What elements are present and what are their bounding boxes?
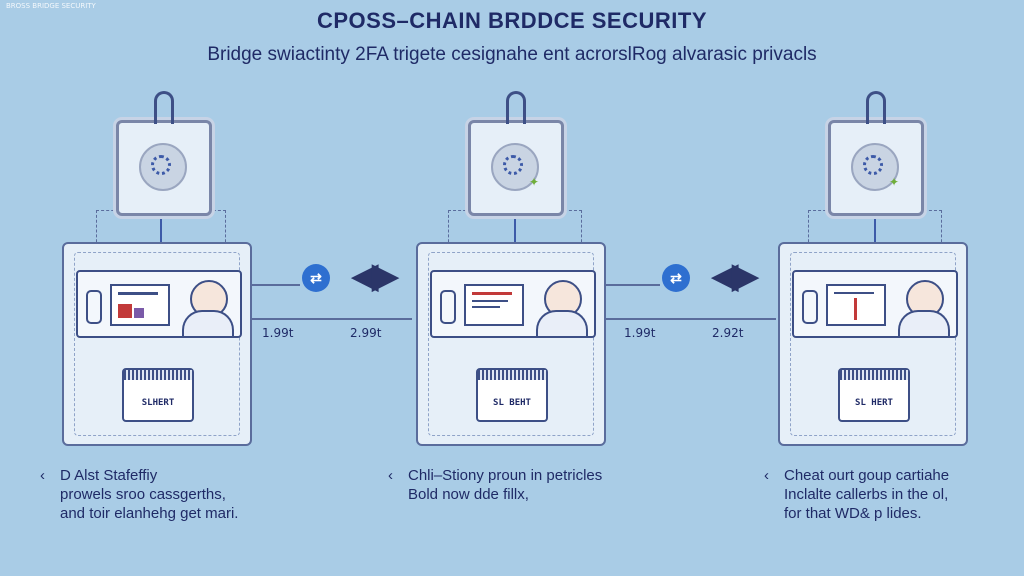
stage-description: ‹ Cheat ourt goup cartiahe Inclalte call…: [764, 466, 1014, 523]
padlock-icon: ✦: [828, 91, 924, 216]
rate-label: 2.99t: [350, 326, 382, 340]
bidirectional-arrow-icon: ◀▶: [712, 257, 758, 295]
connector-line: [604, 284, 660, 286]
shackle: [506, 91, 526, 124]
page-subtitle: Bridge swiactinty 2FA trigete cesignahe …: [207, 44, 817, 65]
desc-line: Chli–Stiony proun in petricles: [408, 467, 603, 484]
desc-line: for that WD& p lides.: [784, 505, 922, 522]
monitor-illustration: [792, 270, 958, 338]
stage-card: SL BEHT: [416, 242, 606, 446]
desc-line: Inclalte callerbs in the ol,: [784, 486, 949, 503]
swap-icon: ⇄: [662, 264, 690, 292]
padlock-icon: [116, 91, 212, 216]
leaf-icon: ✦: [529, 175, 540, 189]
bridge-stage-2: SL BEHT: [416, 242, 606, 446]
watch-icon: [86, 290, 102, 324]
desc-line: Cheat ourt goup cartiahe: [784, 467, 950, 484]
desc-line: and toir elanhehg get mari.: [60, 505, 239, 522]
status-badge: SL HERT: [838, 368, 910, 422]
swap-icon: ⇄: [302, 264, 330, 292]
stage-card: SLHERT: [62, 242, 252, 446]
watermark-text: BROSS BRIDGE SECURITY: [6, 2, 96, 10]
shackle: [866, 91, 886, 124]
padlock-icon: ✦: [468, 91, 564, 216]
desc-line: prowels sroo cassgerths,: [60, 486, 226, 503]
rate-label: 1.99t: [624, 326, 656, 340]
person-body: [898, 310, 950, 336]
bridge-stage-3: SL HERT: [778, 242, 968, 446]
desc-line: D Alst Stafeffiy: [60, 467, 158, 484]
dial-icon: [139, 143, 187, 191]
badge-label: SL BEHT: [493, 398, 531, 408]
connector-line: [604, 318, 776, 320]
chevron-left-icon: ‹: [40, 467, 45, 484]
monitor-icon: [464, 284, 524, 326]
monitor-icon: [826, 284, 886, 326]
bidirectional-arrow-icon: ◀▶: [352, 257, 398, 295]
leaf-icon: ✦: [889, 175, 900, 189]
monitor-icon: [110, 284, 170, 326]
connector-line: [250, 318, 412, 320]
rate-label: 1.99t: [262, 326, 294, 340]
chevron-left-icon: ‹: [764, 467, 769, 484]
dial-icon: [491, 143, 539, 191]
shackle: [154, 91, 174, 124]
bridge-stage-1: SLHERT: [62, 242, 252, 446]
desc-line: Bold now dde fillx,: [408, 486, 529, 503]
stage-description: ‹ Chli–Stiony proun in petricles Bold no…: [388, 466, 648, 504]
status-badge: SL BEHT: [476, 368, 548, 422]
watch-icon: [802, 290, 818, 324]
chevron-left-icon: ‹: [388, 467, 393, 484]
dial-icon: [851, 143, 899, 191]
badge-label: SL HERT: [855, 398, 893, 408]
person-body: [182, 310, 234, 336]
monitor-illustration: [430, 270, 596, 338]
page-title: CPOSS–CHAIN BRDDCE SECURITY: [317, 8, 707, 33]
monitor-illustration: [76, 270, 242, 338]
rate-label: 2.92t: [712, 326, 744, 340]
stage-description: ‹ D Alst Stafeffiy prowels sroo cassgert…: [40, 466, 290, 523]
person-body: [536, 310, 588, 336]
watch-icon: [440, 290, 456, 324]
status-badge: SLHERT: [122, 368, 194, 422]
badge-label: SLHERT: [141, 398, 175, 408]
stage-card: SL HERT: [778, 242, 968, 446]
connector-line: [250, 284, 300, 286]
